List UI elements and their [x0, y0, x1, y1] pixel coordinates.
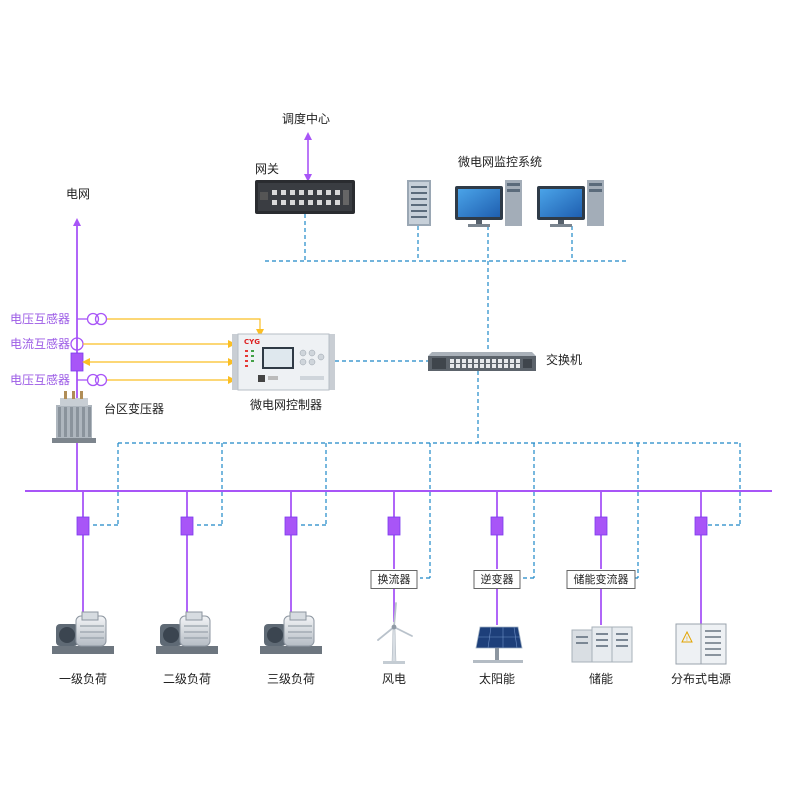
area-transformer-icon: [52, 391, 96, 443]
breaker-7: [694, 516, 708, 536]
grid-breaker: [70, 352, 84, 372]
load-label-2: 二级负荷: [162, 672, 212, 686]
wind-turbine-icon: [377, 602, 413, 664]
svg-text:!: !: [686, 636, 688, 643]
wind-power-label: 风电: [381, 672, 407, 686]
communication-network: [90, 214, 741, 579]
signal-vt1: [107, 318, 264, 337]
dispatch-center-label: 调度中心: [282, 112, 331, 126]
gateway-device: [255, 180, 355, 214]
motor-load-1-icon: [52, 611, 114, 654]
switch-label: 交换机: [546, 353, 583, 367]
breaker-6: [594, 516, 608, 536]
signal-lines: [82, 318, 264, 384]
voltage-transformer-2-icon: [86, 373, 108, 387]
motor-load-2-icon: [156, 611, 218, 654]
breakers: [70, 352, 708, 536]
storage-converter-box: 储能变流器: [566, 570, 636, 589]
motor-load-3-icon: [260, 611, 322, 654]
breaker-1: [76, 516, 90, 536]
energy-storage-icon: [571, 626, 633, 663]
distributed-power-cabinet-icon: !: [675, 623, 727, 665]
area-transformer-label: 台区变压器: [104, 402, 165, 416]
workstation-2-icon: [537, 180, 604, 227]
network-switch-icon: [428, 352, 536, 371]
solar-panel-icon: [473, 626, 523, 663]
voltage-transformer-1-label: 电压互感器: [10, 312, 71, 326]
workstation-1-icon: [455, 180, 522, 227]
grid-label: 电网: [66, 187, 91, 201]
microgrid-controller-device: CYG: [232, 333, 335, 391]
server-tower-icon: [407, 180, 431, 226]
breaker-4: [387, 516, 401, 536]
converter-box: 换流器: [370, 570, 418, 589]
voltage-transformer-2-label: 电压互感器: [10, 373, 71, 387]
load-label-1: 一级负荷: [58, 672, 108, 686]
voltage-transformer-1-icon: [86, 312, 108, 326]
monitoring-system-label: 微电网监控系统: [458, 155, 543, 169]
controller-brand: CYG: [244, 338, 260, 346]
microgrid-controller-label: 微电网控制器: [250, 398, 323, 412]
solar-label: 太阳能: [478, 672, 516, 686]
load-label-3: 三级负荷: [266, 672, 316, 686]
breaker-5: [490, 516, 504, 536]
breaker-2: [180, 516, 194, 536]
breaker-3: [284, 516, 298, 536]
storage-label: 储能: [588, 672, 614, 686]
inverter-box: 逆变器: [473, 570, 521, 589]
current-transformer-label: 电流互感器: [10, 337, 71, 351]
gateway-label: 网关: [255, 162, 280, 176]
distributed-power-label: 分布式电源: [670, 672, 732, 686]
